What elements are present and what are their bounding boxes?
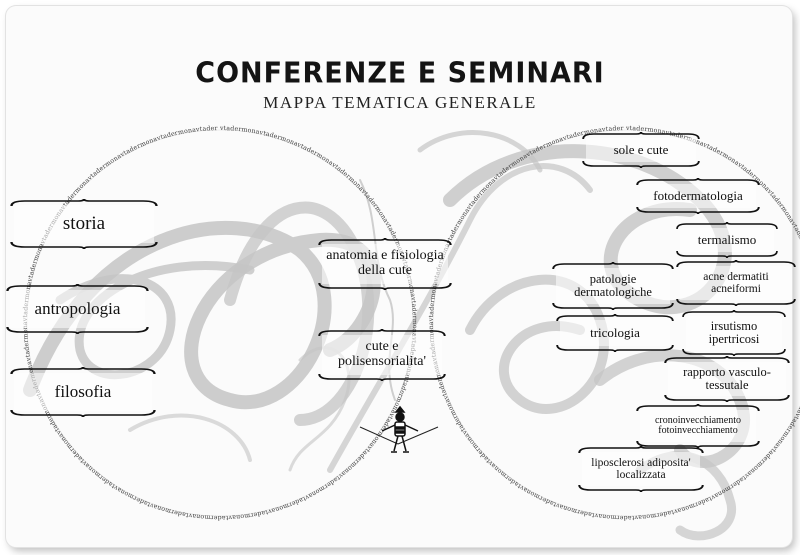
- node-storia-label: storia: [62, 213, 106, 235]
- node-antropologia-label: antropologia: [34, 299, 121, 319]
- right-circle: [432, 129, 800, 517]
- node-liposclerosi-label: liposclerosi adiposita' localizzata: [591, 456, 691, 481]
- node-cute-label: cute e polisensorialita': [337, 339, 427, 369]
- node-storia: storia: [10, 199, 158, 249]
- node-anatomia-label: anatomia e fisiologia della cute: [326, 248, 444, 278]
- page-subtitle: MAPPA TEMATICA GENERALE: [263, 93, 537, 112]
- node-tricologia: tricologia: [556, 314, 674, 352]
- node-liposclerosi: liposclerosi adiposita' localizzata: [578, 446, 704, 492]
- node-filosofia: filosofia: [10, 367, 156, 417]
- tightrope: [359, 426, 439, 445]
- node-fotodermatologia-label: fotodermatologia: [653, 188, 743, 204]
- node-patologie-dermatologiche: patologie dermatologiche: [552, 262, 674, 310]
- tightrope-walker-illustration: [381, 405, 419, 453]
- node-cute-polisensorialita: cute e polisensorialita': [318, 329, 446, 381]
- node-filosofia-label: filosofia: [54, 382, 112, 402]
- node-irsutismo-label: irsutismo ipertricosi: [708, 318, 760, 346]
- node-tricologia-label: tricologia: [590, 325, 640, 341]
- node-acne-label: acne dermatiti acneiformi: [703, 270, 769, 295]
- node-termalismo: termalismo: [676, 222, 778, 258]
- node-antropologia: antropologia: [6, 284, 149, 334]
- node-sole-cute-label: sole e cute: [613, 142, 669, 158]
- node-anatomia-fisiologia: anatomia e fisiologia della cute: [318, 238, 452, 290]
- node-rapporto-label: rapporto vasculo-tessutale: [683, 364, 771, 392]
- node-irsutismo: irsutismo ipertricosi: [682, 310, 786, 356]
- node-rapporto-vasculo: rapporto vasculo-tessutale: [664, 356, 790, 402]
- node-cronoinvecchiamento: cronoinvecchiamento fotoinvecchiamento: [636, 404, 760, 448]
- node-sole-cute: sole e cute: [582, 132, 700, 168]
- node-cronoinvecchiamento-label: cronoinvecchiamento fotoinvecchiamento: [654, 414, 742, 436]
- page-title: CONFERENZE E SEMINARI: [195, 57, 605, 90]
- node-patologie-label: patologie dermatologiche: [574, 271, 652, 299]
- node-fotodermatologia: fotodermatologia: [636, 178, 760, 214]
- node-termalismo-label: termalismo: [697, 232, 757, 248]
- node-acne: acne dermatiti acneiformi: [676, 260, 796, 306]
